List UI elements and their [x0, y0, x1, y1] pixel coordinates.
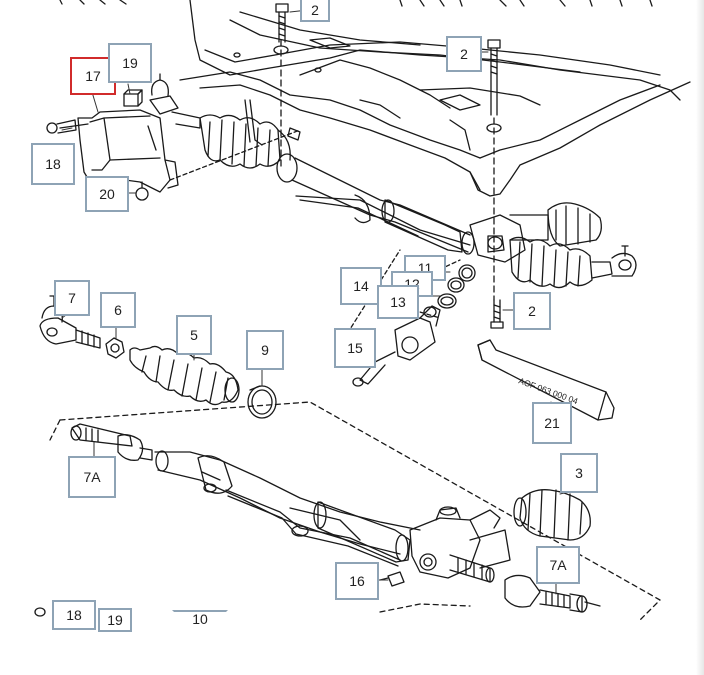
callout-19-top[interactable]: 19: [108, 43, 152, 83]
callout-15[interactable]: 15: [334, 328, 376, 368]
callout-10-bottom[interactable]: 10: [172, 610, 228, 628]
leader-lines: [61, 9, 577, 595]
callout-13[interactable]: 13: [377, 285, 419, 319]
callout-5[interactable]: 5: [176, 315, 212, 355]
bolt-top-left: [275, 3, 289, 43]
callout-14[interactable]: 14: [340, 267, 382, 305]
left-mounting-bracket: [46, 89, 301, 201]
bolt-top-right: [486, 39, 502, 237]
callout-2-right[interactable]: 2: [446, 36, 482, 72]
window-edge: [696, 0, 704, 675]
callout-7[interactable]: 7: [54, 280, 90, 316]
callout-18[interactable]: 18: [31, 143, 75, 185]
callout-7a-left[interactable]: 7A: [68, 456, 116, 498]
callout-3[interactable]: 3: [560, 453, 598, 493]
callout-6[interactable]: 6: [100, 292, 136, 328]
lower-rack-assembly: [34, 401, 661, 621]
upper-rack-assembly: [149, 73, 637, 301]
callout-2-top[interactable]: 2: [300, 0, 330, 22]
callout-19-bottom[interactable]: 19: [98, 608, 132, 632]
subframe-drawing: [59, 0, 691, 197]
callout-9[interactable]: 9: [246, 330, 284, 370]
callout-21[interactable]: 21: [532, 402, 572, 444]
callout-2-mid[interactable]: 2: [513, 292, 551, 330]
callout-18-bottom[interactable]: 18: [52, 600, 96, 630]
callout-7a-right[interactable]: 7A: [536, 546, 580, 584]
callout-16[interactable]: 16: [335, 562, 379, 600]
callout-20[interactable]: 20: [85, 176, 129, 212]
